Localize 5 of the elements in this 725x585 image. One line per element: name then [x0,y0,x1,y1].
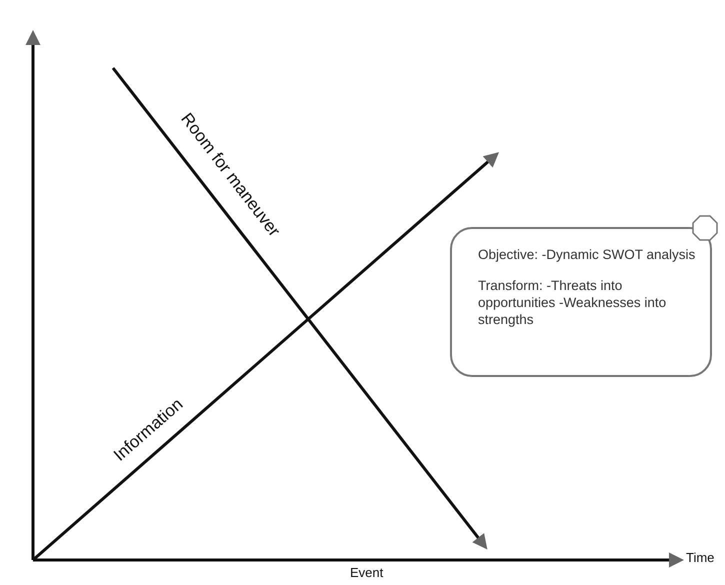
note-text: Objective: -Dynamic SWOT analysis [478,247,696,264]
axis-label: Time [686,550,714,565]
note-box [450,227,712,377]
axis-label: Event [350,565,384,580]
note-text: Transform: -Threats into opportunities -Weaknesses into strengths [478,278,668,328]
